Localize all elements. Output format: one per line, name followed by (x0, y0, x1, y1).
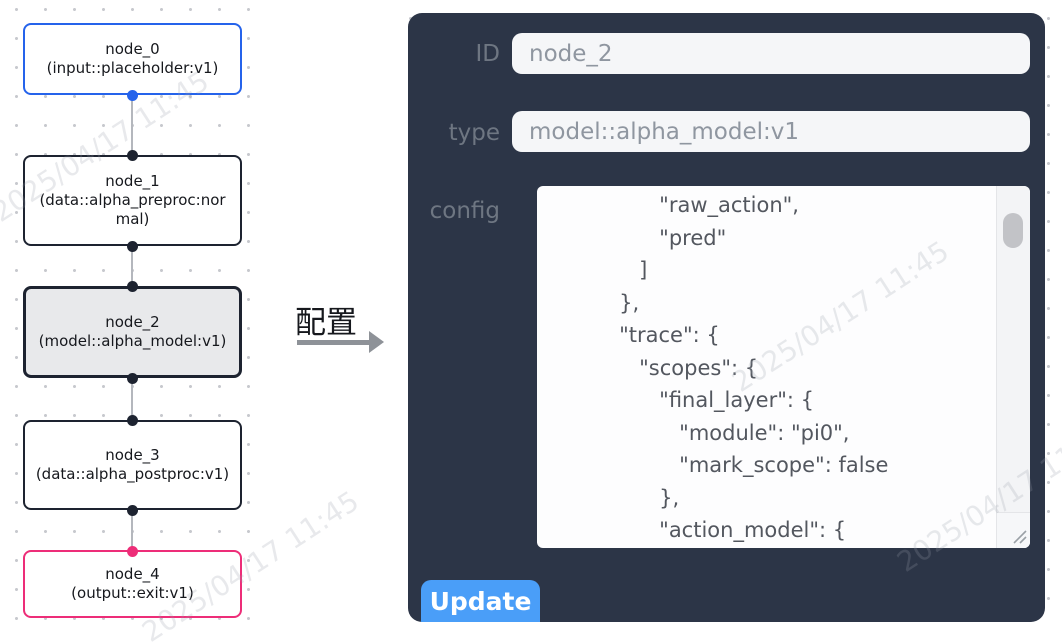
node-type-label: (input::placeholder:v1) (46, 59, 219, 77)
node-name: node_4 (105, 565, 160, 583)
edge-node1-node2 (131, 246, 133, 286)
flow-node-node1[interactable]: node_1 (data::alpha_preproc:normal) (23, 155, 242, 246)
arrow-right-icon (369, 331, 384, 353)
port-node3-in[interactable] (127, 415, 138, 426)
flow-node-node4[interactable]: node_4 (output::exit:v1) (23, 550, 242, 618)
flow-node-node2-selected[interactable]: node_2 (model::alpha_model:v1) (23, 286, 242, 378)
node-name: node_0 (105, 40, 160, 58)
flow-node-node0[interactable]: node_0 (input::placeholder:v1) (23, 23, 242, 95)
config-field-label: config (429, 198, 500, 224)
type-field-label: type (448, 120, 500, 146)
port-node2-out[interactable] (127, 373, 138, 384)
flow-node-node3[interactable]: node_3 (data::alpha_postproc:v1) (23, 420, 242, 510)
node-name: node_1 (105, 172, 160, 190)
update-button[interactable]: Update (421, 580, 540, 622)
port-node4-in[interactable] (127, 546, 138, 557)
node-type-label: (model::alpha_model:v1) (38, 332, 227, 350)
edge-node3-node4 (131, 510, 133, 551)
port-node1-out[interactable] (127, 241, 138, 252)
config-json-text: "raw_action", "pred" ] }, "trace": { "sc… (619, 193, 889, 542)
node-type-label: (output::exit:v1) (71, 584, 194, 602)
node-name: node_3 (105, 446, 160, 464)
resize-handle-icon[interactable] (1011, 528, 1028, 545)
edge-node2-node3 (131, 378, 133, 420)
arrow-line (297, 340, 370, 345)
node-type-label: (data::alpha_preproc:normal) (39, 191, 226, 228)
configure-annotation-label: 配置 (295, 305, 357, 341)
node-type-label: (data::alpha_postproc:v1) (35, 465, 230, 483)
port-node2-in[interactable] (127, 281, 138, 292)
id-field-label: ID (475, 41, 501, 67)
port-node1-in[interactable] (127, 150, 138, 161)
config-scrollbar-track[interactable] (996, 186, 1030, 548)
type-input[interactable] (512, 111, 1030, 152)
config-scroll-corner (997, 512, 1030, 548)
node-name: node_2 (105, 313, 160, 331)
port-node3-out[interactable] (127, 505, 138, 516)
node-config-panel: ID type config "raw_action", "pred" ] },… (408, 13, 1045, 622)
config-scrollbar-thumb[interactable] (1003, 213, 1023, 248)
port-node0-out[interactable] (127, 90, 138, 101)
id-input[interactable] (512, 33, 1030, 74)
edge-node0-node1 (131, 95, 133, 155)
config-textarea[interactable]: "raw_action", "pred" ] }, "trace": { "sc… (537, 186, 1030, 548)
